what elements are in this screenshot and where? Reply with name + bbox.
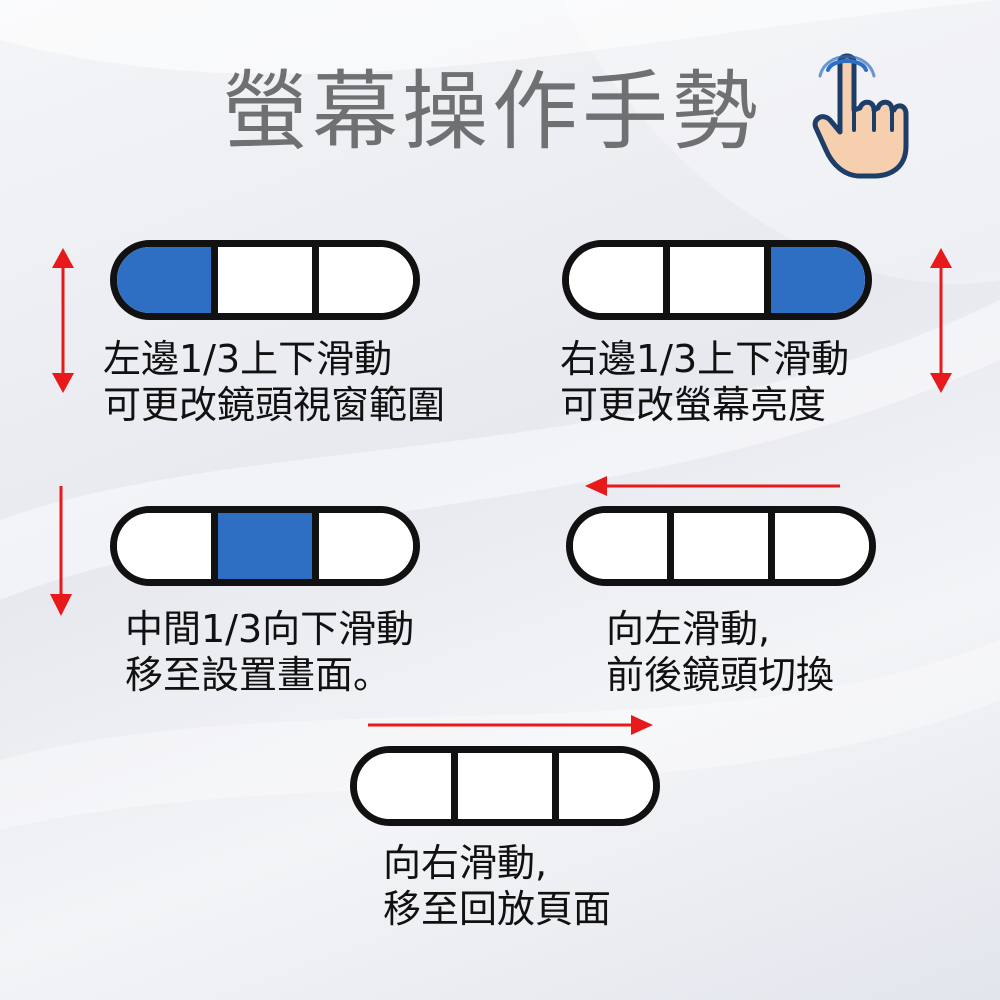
bar-segment-middle bbox=[663, 247, 764, 313]
gesture-bar-right-third bbox=[562, 240, 872, 320]
caption-line: 移至回放頁面 bbox=[383, 887, 612, 931]
caption-line: 可更改螢幕亮度 bbox=[560, 383, 827, 427]
caption-line: 向右滑動, bbox=[383, 841, 548, 885]
up-down-arrow-right bbox=[930, 248, 952, 393]
bar-segment-middle bbox=[451, 753, 552, 819]
caption-left-third: 左邊1/3上下滑動 可更改鏡頭視窗範圍 bbox=[103, 336, 445, 428]
bar-segment-middle bbox=[211, 513, 312, 579]
caption-line: 右邊1/3上下滑動 bbox=[560, 337, 850, 381]
caption-swipe-left: 向左滑動, 前後鏡頭切換 bbox=[606, 606, 834, 698]
pointing-hand-icon bbox=[812, 53, 909, 179]
caption-swipe-right: 向右滑動, 移至回放頁面 bbox=[383, 840, 611, 932]
caption-line: 左邊1/3上下滑動 bbox=[103, 337, 393, 381]
up-down-arrow-left bbox=[52, 248, 74, 393]
caption-right-third: 右邊1/3上下滑動 可更改螢幕亮度 bbox=[560, 336, 849, 428]
bar-segment-left bbox=[357, 753, 451, 819]
bar-segment-right bbox=[552, 753, 653, 819]
left-arrow bbox=[585, 476, 840, 496]
caption-line: 向左滑動, bbox=[606, 607, 771, 651]
caption-line: 移至設置畫面。 bbox=[125, 653, 392, 697]
gesture-bar-middle-third bbox=[110, 506, 420, 586]
caption-line: 中間1/3向下滑動 bbox=[125, 607, 415, 651]
gesture-bar-swipe-right bbox=[350, 746, 660, 826]
right-arrow bbox=[368, 715, 653, 735]
caption-middle-third: 中間1/3向下滑動 移至設置畫面。 bbox=[125, 606, 414, 698]
bar-segment-right bbox=[768, 513, 869, 579]
bar-segment-right bbox=[312, 247, 413, 313]
gesture-bar-left-third bbox=[110, 240, 420, 320]
down-arrow bbox=[50, 486, 72, 616]
bar-segment-left bbox=[117, 247, 211, 313]
bar-segment-middle bbox=[211, 247, 312, 313]
bar-segment-right bbox=[312, 513, 413, 579]
bar-segment-left bbox=[573, 513, 667, 579]
bar-segment-left bbox=[117, 513, 211, 579]
bar-segment-left bbox=[569, 247, 663, 313]
caption-line: 前後鏡頭切換 bbox=[606, 653, 835, 697]
page-title: 螢幕操作手勢 bbox=[222, 62, 762, 162]
caption-line: 可更改鏡頭視窗範圍 bbox=[103, 383, 446, 427]
bar-segment-middle bbox=[667, 513, 768, 579]
bar-segment-right bbox=[764, 247, 865, 313]
gesture-bar-swipe-left bbox=[566, 506, 876, 586]
